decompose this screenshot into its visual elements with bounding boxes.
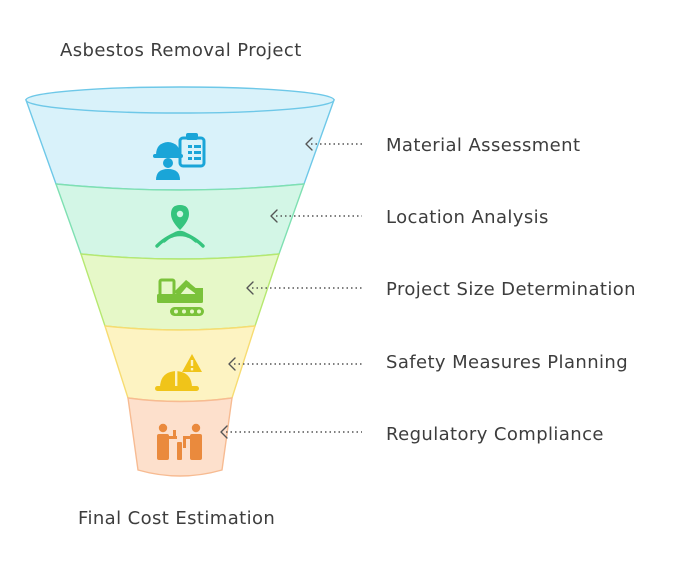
people-compliance-icon [157,423,202,460]
excavator-icon [157,278,204,316]
leader-arrow-4 [228,357,236,371]
leader-arrow-5 [220,425,228,439]
stage-label-3: Project Size Determination [386,279,636,300]
leader-arrow-2 [270,209,278,223]
diagram-title: Asbestos Removal Project [60,40,302,61]
leader-lines [220,137,362,439]
stage-label-1: Material Assessment [386,135,580,156]
funnel-top-rim [25,86,335,114]
diagram-footer: Final Cost Estimation [78,508,275,529]
leader-arrow-3 [246,281,254,295]
funnel-segment-5 [127,397,233,477]
location-signal-icon [155,205,205,248]
leader-arrow-1 [305,137,313,151]
worker-clipboard-icon [153,133,206,180]
stage-label-4: Safety Measures Planning [386,352,628,373]
stage-label-5: Regulatory Compliance [386,424,604,445]
hardhat-warning-icon [155,354,202,391]
stage-label-2: Location Analysis [386,207,549,228]
